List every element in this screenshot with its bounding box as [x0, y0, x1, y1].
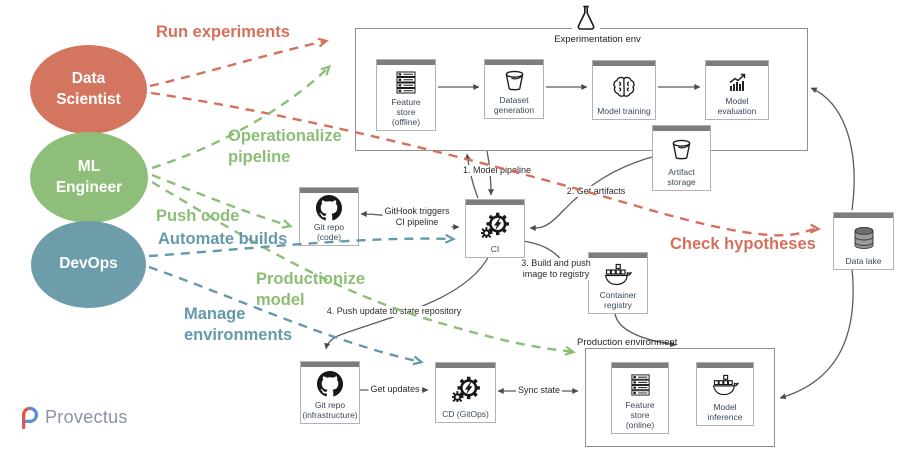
- arrow-ci-to-expenv: [464, 153, 479, 199]
- node-titlebar: [706, 61, 768, 66]
- bucket-icon: [502, 65, 527, 95]
- edge-label-sync-state: Sync state: [515, 385, 563, 396]
- flow-run-experiments: [149, 37, 329, 88]
- feature-store-icon: [628, 368, 653, 400]
- node-titlebar: [697, 363, 753, 368]
- node-artifact-storage: Artifact storage: [652, 125, 711, 191]
- label-manage-environments: Manage environments: [184, 305, 293, 344]
- bucket-icon: [669, 131, 694, 167]
- node-label: CI: [490, 243, 500, 254]
- node-label: Dataset generation: [493, 94, 535, 115]
- node-model-inference: Model inference: [696, 362, 754, 426]
- node-titlebar: [485, 60, 543, 65]
- arrow-lake-to-expenv: [810, 87, 855, 211]
- actor-data-scientist: Data Scientist: [30, 45, 147, 134]
- node-dataset-generation: Dataset generation: [484, 59, 544, 119]
- node-label: Model training: [597, 105, 651, 116]
- experimentation-env-label: Experimentation env: [554, 34, 641, 45]
- flask-icon: [572, 4, 600, 31]
- node-cd-gitops: CD (GitOps): [435, 362, 496, 423]
- node-titlebar: [301, 362, 359, 367]
- node-git-repo-code: Git repo (code): [299, 187, 359, 246]
- label-automate-builds: Automate builds: [158, 230, 288, 248]
- node-label: Model inference: [707, 401, 743, 422]
- docker-whale-icon: [604, 258, 632, 290]
- node-titlebar: [593, 61, 655, 66]
- actor-devops: DevOps: [31, 221, 146, 308]
- node-label: Artifact storage: [667, 166, 696, 187]
- node-container-registry: Container registry: [588, 252, 648, 314]
- actor-devops-label: DevOps: [59, 255, 118, 273]
- brain-icon: [611, 66, 637, 106]
- node-feature-store-offline: Feature store (offline): [376, 59, 436, 131]
- provectus-logo-text: Provectus: [45, 406, 128, 427]
- label-push-code: Push code: [156, 207, 240, 225]
- node-label: Container registry: [599, 289, 637, 310]
- label-run-experiments: Run experiments: [156, 23, 290, 41]
- edge-label-githook: GitHook triggers CI pipeline: [382, 206, 452, 228]
- gear-bolt-icon: [451, 368, 480, 409]
- node-label: Model evaluation: [717, 95, 757, 116]
- node-titlebar: [612, 363, 668, 368]
- node-label: Data lake: [845, 255, 882, 266]
- node-label: Git repo (infrastructure): [302, 399, 358, 420]
- edge-label-build-push: 3. Build and push image to registry: [519, 258, 593, 280]
- actor-ml-engineer: ML Engineer: [30, 132, 148, 223]
- node-label: Feature store (offline): [391, 96, 421, 127]
- edge-label-model-pipeline: 1. Model pipeline: [460, 165, 534, 176]
- label-operationalize-pipeline: Operationalize pipeline: [228, 127, 342, 166]
- github-icon: [317, 367, 343, 400]
- node-model-training: Model training: [592, 60, 656, 120]
- github-icon: [316, 193, 342, 222]
- edge-label-get-artifacts: 2. Get artifacts: [564, 186, 628, 197]
- node-label: CD (GitOps): [442, 408, 489, 419]
- node-data-lake: Data lake: [833, 212, 894, 270]
- arrow-lake-to-inference: [779, 267, 854, 400]
- actor-ml-engineer-label: ML Engineer: [55, 157, 123, 196]
- node-ci: CI: [465, 199, 525, 258]
- database-icon: [851, 218, 877, 256]
- feature-store-icon: [393, 65, 419, 97]
- edge-label-get-updates: Get updates: [368, 384, 422, 395]
- label-check-hypotheses: Check hypotheses: [670, 235, 816, 253]
- actor-data-scientist-label: Data Scientist: [56, 69, 121, 108]
- docker-whale-icon: [712, 368, 739, 402]
- node-label: Feature store (online): [625, 399, 655, 430]
- provectus-logo-icon: [22, 406, 39, 430]
- node-model-evaluation: Model evaluation: [705, 60, 769, 120]
- node-feature-store-online: Feature store (online): [611, 362, 669, 434]
- node-titlebar: [589, 253, 647, 258]
- node-titlebar: [436, 363, 495, 368]
- gear-bolt-icon: [481, 205, 509, 244]
- node-label: Git repo (code): [313, 221, 345, 242]
- evaluation-chart-icon: [725, 66, 750, 96]
- node-titlebar: [377, 60, 435, 65]
- production-env-label: Production environment: [577, 337, 678, 348]
- node-titlebar: [834, 213, 893, 218]
- provectus-logo: Provectus: [16, 404, 128, 430]
- node-git-repo-infrastructure: Git repo (infrastructure): [300, 361, 360, 424]
